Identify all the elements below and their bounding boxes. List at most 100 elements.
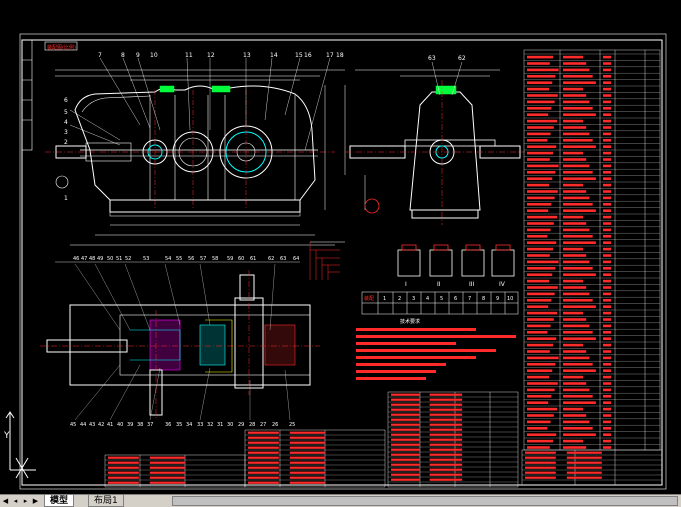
parts-list-entry bbox=[603, 107, 611, 110]
bottom-table-entry bbox=[289, 451, 325, 454]
svg-text:54: 54 bbox=[165, 256, 171, 262]
tab-layout1[interactable]: 布局1 bbox=[88, 495, 124, 507]
parts-list-entry bbox=[603, 388, 611, 392]
horizontal-scrollbar[interactable] bbox=[172, 496, 678, 506]
bottom-table-entry bbox=[391, 413, 420, 416]
parts-list-entry bbox=[603, 235, 611, 238]
parts-list-entry bbox=[563, 100, 590, 104]
svg-text:42: 42 bbox=[98, 422, 104, 428]
bottom-table-entry bbox=[429, 478, 463, 481]
parts-list-entry bbox=[527, 433, 557, 436]
parts-list-entry bbox=[603, 273, 611, 276]
prev-tab-icon[interactable]: ◂ bbox=[13, 497, 18, 505]
bottom-table-entry bbox=[248, 481, 279, 484]
parts-list-entry bbox=[603, 407, 611, 411]
svg-text:63: 63 bbox=[280, 256, 286, 262]
parts-list-entry bbox=[527, 81, 553, 84]
parts-list-entry bbox=[527, 363, 556, 366]
parts-list-entry bbox=[603, 420, 611, 424]
parts-list-entry bbox=[563, 215, 583, 219]
svg-text:35: 35 bbox=[176, 422, 182, 428]
parts-list-entry bbox=[563, 68, 590, 72]
parts-list-entry bbox=[563, 267, 593, 270]
bottom-table-entry bbox=[391, 468, 420, 471]
parts-list-entry bbox=[603, 401, 611, 404]
parts-list-entry bbox=[603, 433, 611, 436]
mount-diagrams bbox=[309, 241, 515, 280]
parts-list-entry bbox=[563, 132, 590, 136]
bottom-table-entry bbox=[391, 443, 420, 446]
parts-list-entry bbox=[563, 241, 596, 244]
bottom-table-entry bbox=[566, 456, 602, 459]
parts-list-entry bbox=[563, 363, 593, 366]
parts-list-entry bbox=[603, 311, 611, 315]
bottom-table-entry bbox=[525, 461, 556, 464]
parts-list-entry bbox=[527, 68, 559, 72]
parts-list-entry bbox=[563, 119, 583, 123]
parts-list-entry bbox=[603, 151, 611, 155]
parts-list-entry bbox=[603, 222, 611, 225]
bottom-table-entry bbox=[429, 408, 463, 411]
parts-list-entry bbox=[603, 318, 611, 321]
parts-list-entry bbox=[527, 126, 554, 129]
svg-text:30: 30 bbox=[227, 422, 233, 428]
parts-list-entry bbox=[563, 286, 587, 289]
parts-list-entry bbox=[563, 260, 590, 264]
bottom-table-entry bbox=[248, 441, 279, 444]
parts-list-entry bbox=[527, 420, 551, 424]
parts-list-entry bbox=[603, 196, 611, 200]
svg-text:43: 43 bbox=[89, 422, 95, 428]
parts-list-entry bbox=[527, 439, 553, 443]
svg-text:60: 60 bbox=[238, 256, 244, 262]
parts-list-entry bbox=[603, 113, 611, 116]
parts-list-entry bbox=[563, 158, 587, 161]
svg-text:44: 44 bbox=[80, 422, 86, 428]
bottom-table-entry bbox=[525, 456, 556, 459]
parts-list-entry bbox=[527, 446, 550, 449]
parts-list-entry bbox=[563, 318, 587, 321]
parts-list-entry bbox=[527, 209, 549, 212]
tab-model[interactable]: 模型 bbox=[44, 495, 75, 507]
bottom-table-entry bbox=[289, 446, 325, 449]
parts-list-entry bbox=[563, 356, 590, 360]
bottom-table-entry bbox=[429, 423, 463, 426]
parts-list-entry bbox=[563, 126, 587, 129]
drawing-viewport[interactable]: 装配图(比例) bbox=[0, 0, 681, 494]
svg-text:62: 62 bbox=[458, 55, 466, 62]
parts-list-entry bbox=[563, 427, 593, 430]
svg-text:装配: 装配 bbox=[364, 295, 374, 302]
svg-text:4: 4 bbox=[426, 296, 429, 302]
parts-list-entry bbox=[563, 107, 593, 110]
parts-list-entry bbox=[527, 107, 552, 110]
bottom-table-entry bbox=[429, 463, 463, 466]
parts-list-entry bbox=[603, 343, 611, 347]
bottom-table-entry bbox=[391, 433, 420, 436]
bottom-table-entry bbox=[429, 433, 463, 436]
parts-list-entry bbox=[603, 68, 611, 72]
svg-text:2: 2 bbox=[64, 139, 68, 146]
parts-list-entry bbox=[603, 292, 611, 296]
parts-list-entry bbox=[603, 446, 611, 449]
svg-text:27: 27 bbox=[260, 422, 266, 428]
parts-list-entry bbox=[527, 190, 558, 193]
parts-list-entry bbox=[603, 177, 611, 180]
svg-text:10: 10 bbox=[507, 296, 513, 302]
svg-text:52: 52 bbox=[125, 256, 131, 262]
bottom-table-entry bbox=[391, 398, 420, 401]
svg-text:25: 25 bbox=[289, 422, 295, 428]
svg-text:8: 8 bbox=[482, 296, 485, 302]
last-tab-icon[interactable]: ▶ bbox=[32, 497, 39, 505]
svg-text:14: 14 bbox=[270, 52, 278, 59]
parts-list-entry bbox=[563, 343, 583, 347]
svg-text:46: 46 bbox=[73, 256, 79, 262]
parts-list-entry bbox=[527, 305, 549, 308]
svg-text:11: 11 bbox=[185, 52, 193, 59]
first-tab-icon[interactable]: ◀ bbox=[2, 497, 9, 505]
bottom-table-entry bbox=[429, 468, 463, 471]
svg-text:33: 33 bbox=[197, 422, 203, 428]
parts-list-entry bbox=[603, 305, 611, 308]
parts-list-entry bbox=[603, 337, 611, 340]
bottom-table-entry bbox=[391, 438, 420, 441]
next-tab-icon[interactable]: ▸ bbox=[23, 497, 28, 505]
parts-list-entry bbox=[563, 151, 583, 155]
